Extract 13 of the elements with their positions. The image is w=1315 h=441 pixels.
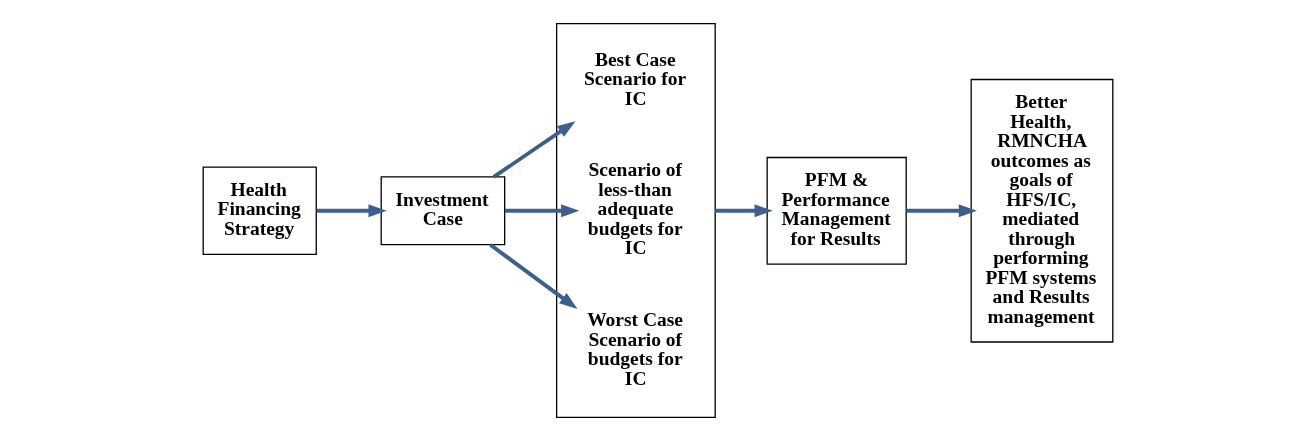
arrow: [316, 204, 387, 218]
node-box: Investment Case: [380, 176, 505, 246]
arrow: [714, 204, 773, 218]
node-text: Scenario of less-than adequate budgets for IC: [587, 159, 683, 259]
arrow: [504, 204, 579, 218]
node-box: PFM & Performance Management for Results: [766, 156, 907, 265]
arrow: [906, 204, 977, 218]
arrow: [492, 121, 575, 179]
arrow: [488, 243, 578, 309]
node-text: Worst Case Scenario of budgets for IC: [586, 309, 683, 389]
node-text: Best Case Scenario for IC: [583, 48, 686, 109]
node-box: Health Financing Strategy: [202, 166, 317, 255]
node-box: Better Health, RMNCHA outcomes as goals of HFS/IC, mediated through performing PFM systems and Results management: [970, 78, 1113, 343]
